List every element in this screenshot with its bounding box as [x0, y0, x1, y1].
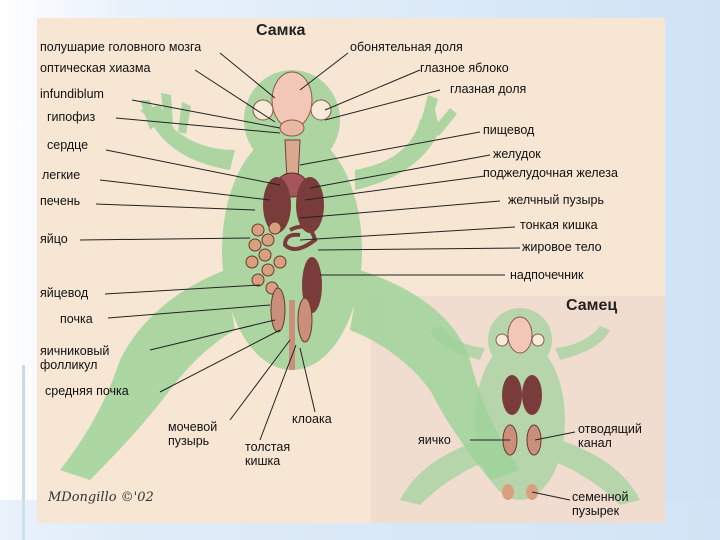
label-adrenal: надпочечник: [510, 268, 584, 282]
label-large-intestine-2: кишка: [245, 454, 280, 468]
artist-signature: MDongillo ©'02: [48, 490, 154, 505]
label-liver: печень: [40, 194, 80, 208]
label-testis: яичко: [418, 433, 451, 447]
label-oviduct: яйцевод: [40, 286, 88, 300]
female-title: Самка: [256, 22, 305, 40]
label-stomach: желудок: [493, 147, 541, 161]
label-gallbladder: желчный пузырь: [508, 193, 604, 207]
label-fat-body: жировое тело: [522, 240, 602, 254]
label-large-intestine-1: толстая: [245, 440, 290, 454]
label-esophagus: пищевод: [483, 123, 534, 137]
label-olfactory-lobe: обонятельная доля: [350, 40, 463, 54]
label-bladder-2: пузырь: [168, 434, 209, 448]
label-seminal-vesicle-1: семенной: [572, 490, 629, 504]
label-pancreas: поджелудочная железа: [483, 166, 618, 180]
label-brain-hemisphere: полушарие головного мозга: [40, 40, 201, 54]
label-vas-deferens-2: канал: [578, 436, 612, 450]
label-ovarian-follicle-1: яичниковый: [40, 344, 109, 358]
label-egg: яйцо: [40, 232, 68, 246]
male-title: Самец: [566, 297, 617, 315]
label-cloaca: клоака: [292, 412, 332, 426]
label-eyeball: глазное яблоко: [420, 61, 509, 75]
label-bladder-1: мочевой: [168, 420, 217, 434]
label-heart: сердце: [47, 138, 88, 152]
label-mesonephros: средняя почка: [45, 384, 129, 398]
label-vas-deferens-1: отводящий: [578, 422, 642, 436]
label-pituitary: гипофиз: [47, 110, 95, 124]
label-optic-chiasm: оптическая хиазма: [40, 61, 150, 75]
label-seminal-vesicle-2: пузырек: [572, 504, 619, 518]
label-optic-lobe: глазная доля: [450, 82, 526, 96]
label-kidney: почка: [60, 312, 93, 326]
label-small-intestine: тонкая кишка: [520, 218, 598, 232]
label-infundibulum: infundiblum: [40, 87, 104, 101]
label-lungs: легкие: [42, 168, 80, 182]
label-ovarian-follicle-2: фолликул: [40, 358, 97, 372]
